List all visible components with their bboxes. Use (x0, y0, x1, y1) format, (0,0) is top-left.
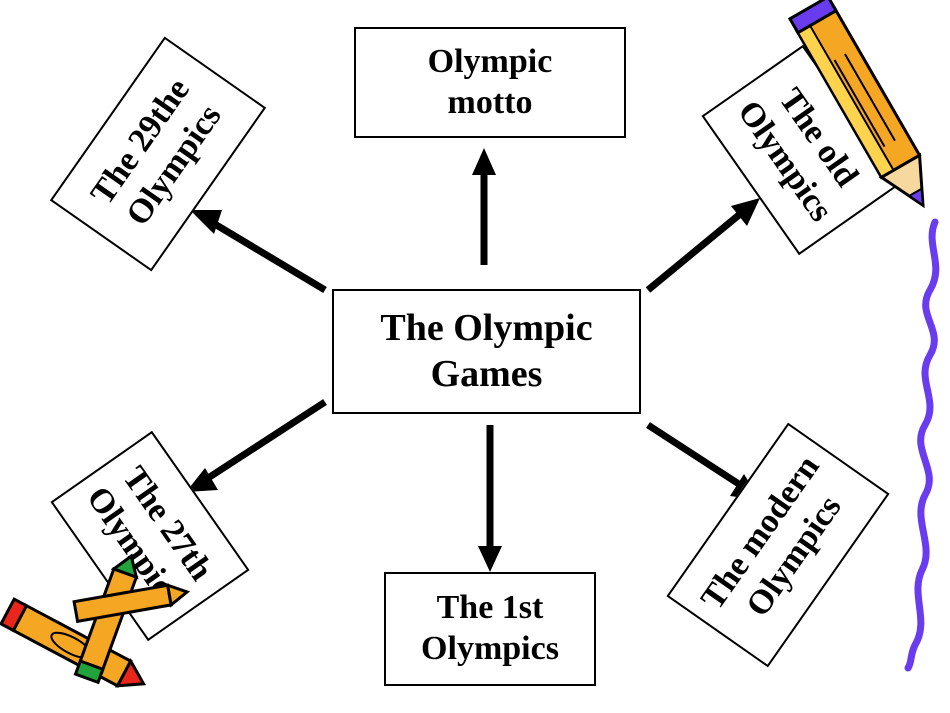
arrowhead-bottom (478, 546, 502, 572)
arrowhead-top (472, 148, 496, 175)
bottom-line1: The 1st (436, 589, 544, 627)
bottom-box: The 1st Olympics (384, 572, 596, 686)
arrow-to-top-right (645, 207, 748, 293)
top-line2: motto (447, 83, 533, 121)
pencil-icon (787, 0, 925, 209)
center-box: The Olympic Games (332, 289, 641, 414)
arrowhead-top-right (731, 198, 760, 226)
center-line1: The Olympic (380, 306, 593, 349)
arrow-to-bottom-right (646, 422, 747, 491)
top-line1: Olympic (427, 42, 553, 80)
squiggle-line (904, 218, 940, 672)
arrowhead-bottom-left (186, 468, 218, 492)
bottom-line2: Olympics (421, 630, 559, 667)
arrow-to-top-left (206, 216, 327, 294)
center-line2: Games (430, 352, 543, 395)
arrow-to-bottom-left (203, 399, 327, 483)
arrowhead-top-left (190, 210, 222, 234)
top-box: Olympic motto (354, 27, 626, 138)
crayons-icon (0, 553, 191, 688)
